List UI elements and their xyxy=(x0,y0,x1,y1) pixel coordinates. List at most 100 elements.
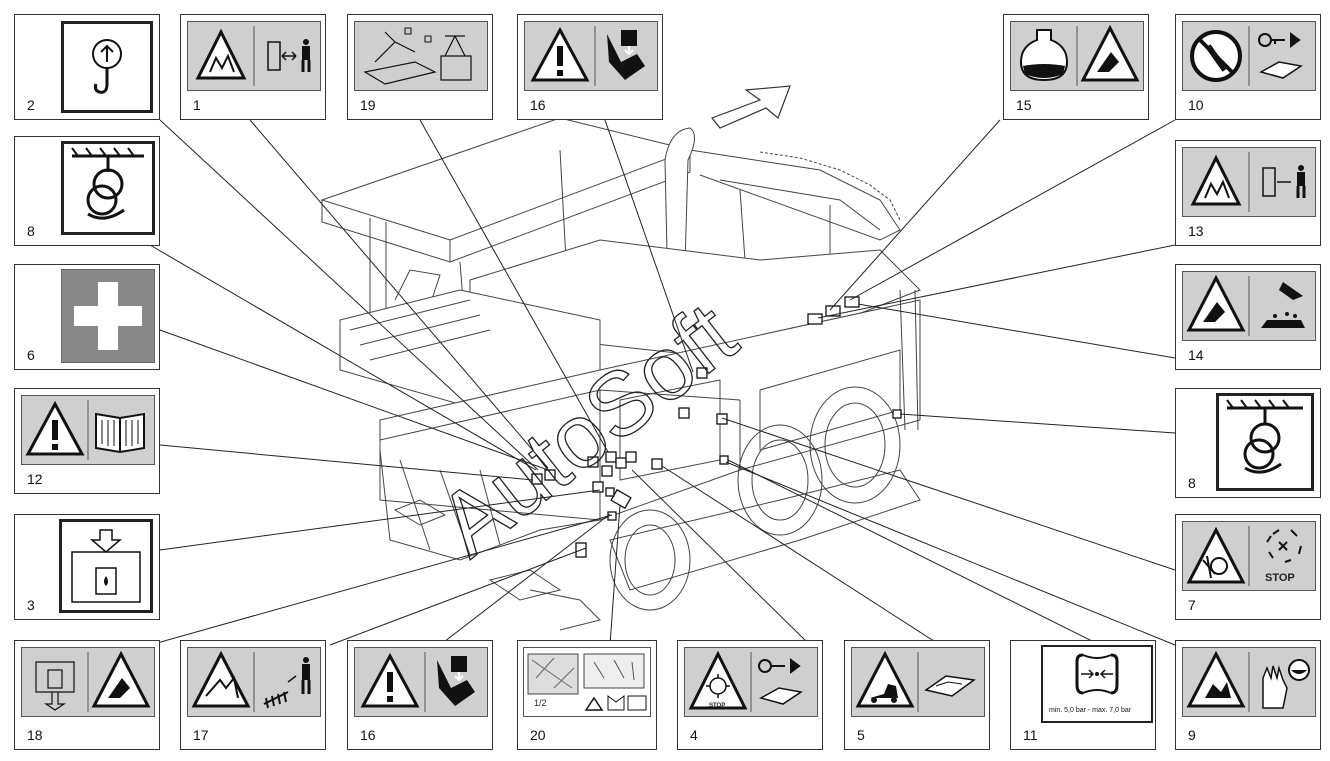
label-box-18: 18 xyxy=(14,640,160,750)
label-box-16-top: 16 xyxy=(517,14,663,120)
label-number: 1 xyxy=(193,97,201,113)
warning-triangle-icon xyxy=(195,28,247,80)
label-number: 11 xyxy=(1023,727,1038,743)
label-number: 18 xyxy=(27,727,43,743)
label-number: 3 xyxy=(27,597,35,613)
auger-danger-sign xyxy=(187,647,321,717)
label-box-2: 2 xyxy=(14,14,160,120)
label-box-8-left: 8 xyxy=(14,136,160,246)
label-box-17: 17 xyxy=(180,640,326,750)
label-number: 16 xyxy=(360,727,376,743)
hand-crush-icon xyxy=(437,660,475,706)
label-number: 8 xyxy=(27,223,35,239)
label-box-11: min. 5,0 bar - max. 7,0 bar 11 xyxy=(1010,640,1156,750)
no-access-read-manual-sign xyxy=(1182,21,1316,91)
rotating-auger-icon xyxy=(1266,529,1302,563)
stop-key-manual-sign: STOP xyxy=(684,647,818,717)
label-number: 17 xyxy=(193,727,209,743)
label-number: 5 xyxy=(857,727,865,743)
label-box-6: 6 xyxy=(14,264,160,370)
label-box-13: 13 xyxy=(1175,140,1321,246)
label-box-12: 12 xyxy=(14,388,160,494)
person-icon xyxy=(302,664,310,680)
label-box-15: 15 xyxy=(1003,14,1149,120)
crane-lifting-diagram-icon xyxy=(363,27,472,85)
warning-triangle-icon xyxy=(1190,154,1242,206)
label-number: 13 xyxy=(1188,223,1204,239)
crush-hazard-sign xyxy=(354,647,488,717)
label-number: 16 xyxy=(530,97,546,113)
manual-book-icon xyxy=(759,687,803,705)
hot-fluid-sign xyxy=(1010,21,1144,91)
person-icon xyxy=(1297,172,1305,186)
label-number: 10 xyxy=(1188,97,1204,113)
tie-down-sign xyxy=(1216,393,1314,491)
step-text: 1/2 xyxy=(534,698,547,708)
key-icon xyxy=(758,659,772,673)
danger-distance-sign xyxy=(187,21,321,91)
label-box-4: STOP 4 xyxy=(677,640,823,750)
manual-book-icon xyxy=(95,412,145,454)
protective-equipment-sign xyxy=(1182,647,1316,717)
read-manual-sign xyxy=(21,395,155,465)
label-box-19: 19 xyxy=(347,14,493,120)
tie-down-sign xyxy=(61,141,155,235)
label-number: 8 xyxy=(1188,475,1196,491)
tie-down-rope-icon xyxy=(1226,399,1303,474)
hydraulic-hot-surface-sign xyxy=(21,647,155,717)
lifting-hook-icon xyxy=(92,39,122,94)
label-number: 20 xyxy=(530,727,546,743)
label-box-7: STOP 7 xyxy=(1175,514,1321,620)
label-number: 19 xyxy=(360,97,376,113)
label-box-10: 10 xyxy=(1175,14,1321,120)
manual-book-icon xyxy=(924,675,976,697)
rotating-auger-icon xyxy=(706,674,730,698)
label-box-20: 1/2 20 xyxy=(517,640,657,750)
hydraulic-pressure-sign xyxy=(59,519,153,613)
direction-arrow xyxy=(711,85,791,129)
label-number: 9 xyxy=(1188,727,1196,743)
label-box-1: 1 xyxy=(180,14,326,120)
traffic-hazard-manual-sign xyxy=(851,647,985,717)
person-icon xyxy=(302,46,310,60)
hook-lift-sign xyxy=(61,21,153,113)
label-box-9: 9 xyxy=(1175,640,1321,750)
glove-icon xyxy=(1262,665,1288,709)
key-icon xyxy=(1258,33,1272,47)
pressure-range-text: min. 5,0 bar - max. 7,0 bar xyxy=(1049,707,1132,714)
machine-icon xyxy=(267,41,281,71)
label-number: 2 xyxy=(27,97,35,113)
distance-arrow-icon xyxy=(281,51,297,61)
label-box-16-bottom: 16 xyxy=(347,640,493,750)
tie-down-rope-icon xyxy=(71,147,144,220)
hydraulic-cylinder-icon xyxy=(71,529,141,603)
rotating-parts-sign: STOP xyxy=(1182,521,1316,591)
label-box-8-right: 8 xyxy=(1175,388,1321,498)
hand-crush-icon xyxy=(607,34,645,80)
label-box-3: 3 xyxy=(14,514,160,620)
first-aid-cross-icon xyxy=(74,282,142,350)
crush-hazard-sign xyxy=(524,21,658,91)
label-box-14: 14 xyxy=(1175,264,1321,370)
stop-text: STOP xyxy=(709,703,726,709)
tire-pressure-icon xyxy=(1075,653,1119,695)
label-number: 4 xyxy=(690,727,698,743)
label-number: 15 xyxy=(1016,97,1032,113)
label-number: 6 xyxy=(27,347,35,363)
lifting-points-sign xyxy=(354,21,488,91)
service-diagram-icon xyxy=(527,653,647,711)
first-aid-sign xyxy=(61,269,155,363)
warning-triangle-icon xyxy=(855,650,915,708)
warning-triangle-icon xyxy=(1186,650,1246,708)
service-instructions-sign: 1/2 xyxy=(523,647,651,717)
danger-distance-sign xyxy=(1182,147,1316,217)
label-number: 14 xyxy=(1188,347,1204,363)
label-box-5: 5 xyxy=(844,640,990,750)
warning-triangle-icon xyxy=(688,650,748,710)
hot-surface-sign xyxy=(1182,271,1316,341)
warning-triangle-icon xyxy=(1186,526,1246,584)
hydraulic-cylinder-icon xyxy=(35,661,75,711)
tire-pressure-sign: min. 5,0 bar - max. 7,0 bar xyxy=(1041,645,1153,723)
